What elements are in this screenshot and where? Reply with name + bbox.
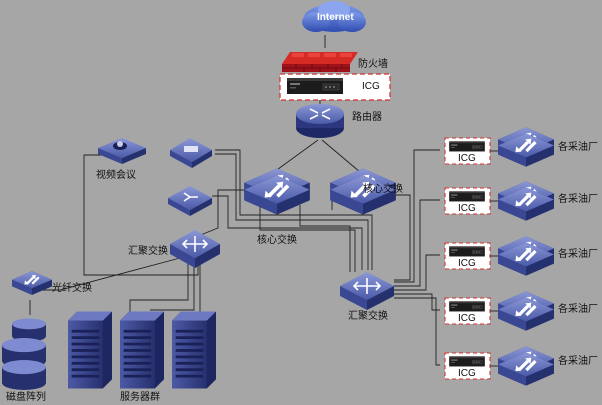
oil-plant-label-4: 各采油厂: [558, 304, 598, 315]
icg-label-plant-3: ICG: [458, 258, 476, 269]
icg-label-plant-2: ICG: [458, 203, 476, 214]
core-switch-label-left: 核心交换: [257, 235, 297, 246]
icg-label-top: ICG: [362, 81, 380, 92]
video-conference-label: 视频会议: [96, 170, 136, 181]
left-aggregation-switch: [170, 230, 220, 268]
router-label: 路由器: [352, 112, 382, 123]
oil-plant-label-3: 各采油厂: [558, 249, 598, 260]
security-device-mid: [168, 186, 212, 216]
router-graphic: [296, 104, 344, 138]
security-device-top: [170, 138, 212, 168]
oil-plant-label-5: 各采油厂: [558, 356, 598, 367]
oil-plant-label-1: 各采油厂: [558, 142, 598, 153]
left-aggregation-label: 汇聚交换: [128, 246, 168, 257]
core-switch-label-right: 核心交换: [363, 184, 403, 195]
icg-label-plant-1: ICG: [458, 153, 476, 164]
firewall-graphic: [282, 52, 358, 72]
firewall-label: 防火墙: [358, 59, 388, 70]
internet-cloud: [302, 1, 366, 32]
oil-plant-label-2: 各采油厂: [558, 194, 598, 205]
right-aggregation-switch: [340, 272, 394, 310]
disk-array-label: 磁盘阵列: [6, 392, 46, 403]
internet-label: Internet: [317, 12, 354, 23]
server-cluster-label: 服务器群: [120, 392, 160, 403]
fiber-switch-label: 光纤交换: [52, 283, 92, 294]
camera-graphic: [98, 138, 146, 164]
icg-label-plant-5: ICG: [458, 368, 476, 379]
right-aggregation-label: 汇聚交换: [348, 311, 388, 322]
icg-label-plant-4: ICG: [458, 313, 476, 324]
